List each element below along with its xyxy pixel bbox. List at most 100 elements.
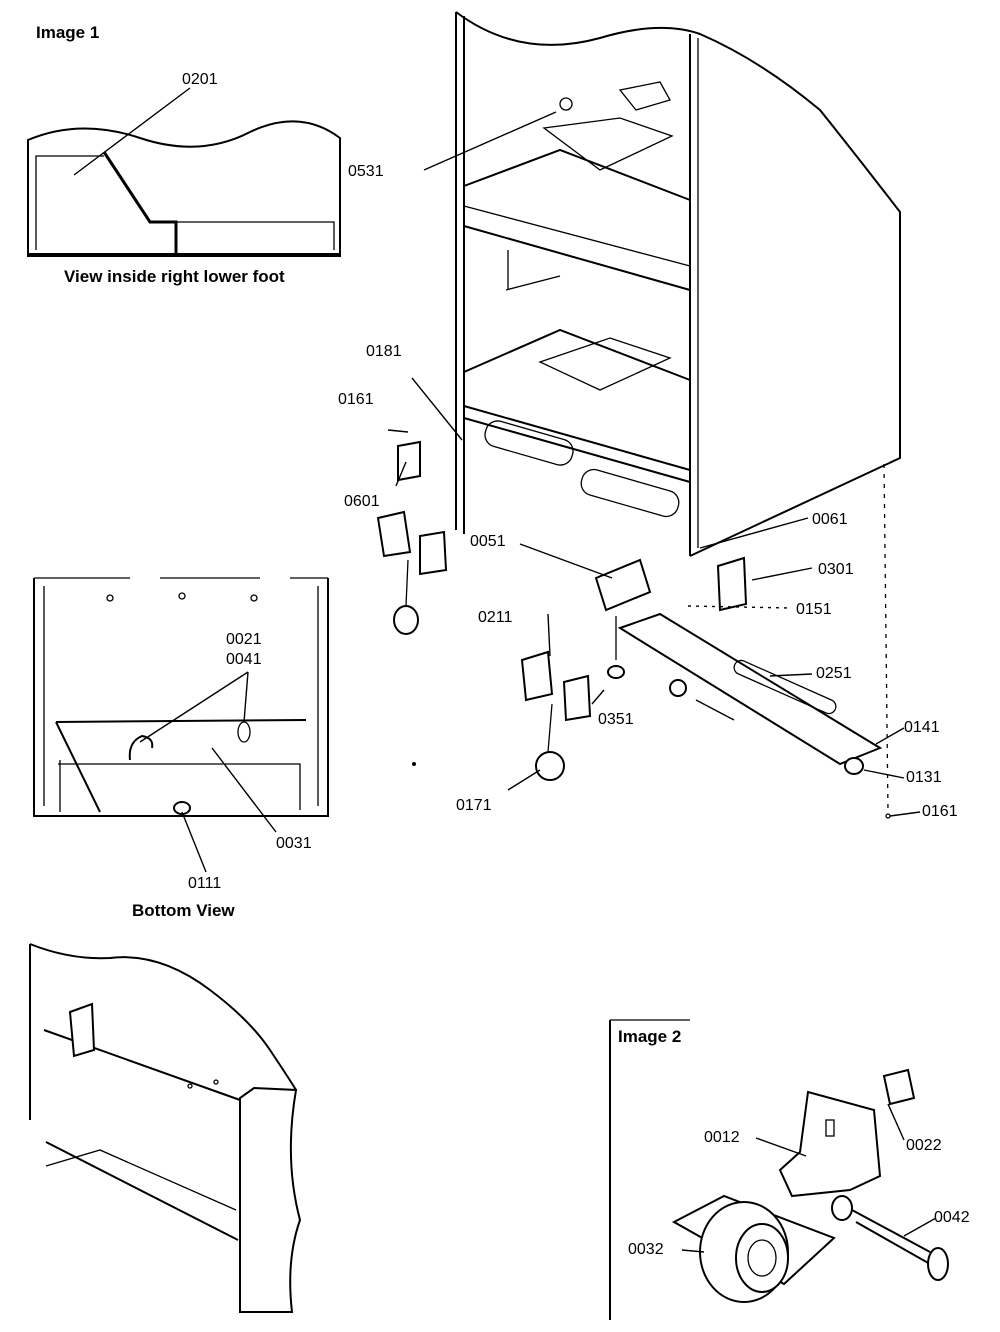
- foot-base-line: [176, 221, 335, 250]
- wheel-center: [747, 1239, 777, 1277]
- base-grill: [463, 417, 691, 483]
- leader-0151: [687, 605, 791, 609]
- hinge-block-left: [419, 530, 448, 576]
- leader-0111: [181, 811, 207, 873]
- bottom-inner-sides: [43, 586, 319, 806]
- callout-0181: 0181: [366, 343, 402, 360]
- bottom-outline: [33, 578, 329, 817]
- axle-0042: [851, 1209, 931, 1253]
- caster-stem-right: [547, 703, 553, 753]
- callout-0032: 0032: [628, 1241, 664, 1258]
- lower-shelf: [463, 328, 691, 381]
- leader-0201: [73, 87, 191, 176]
- divider-top: [463, 225, 691, 291]
- hole-2: [178, 592, 186, 600]
- leader-0031: [211, 747, 277, 833]
- foot-outline: [27, 120, 341, 257]
- leader-0301: [751, 567, 813, 581]
- hinge-block-right: [562, 674, 592, 722]
- callout-0021: 0021: [226, 631, 262, 648]
- base-plate-0251: [617, 612, 883, 766]
- upper-shelf: [463, 148, 691, 201]
- stray-dot: [412, 762, 416, 766]
- leader-0161: [387, 429, 409, 433]
- callout-0201: 0201: [182, 71, 218, 88]
- drawer-rail: [505, 250, 561, 291]
- callout-0061: 0061: [812, 511, 848, 528]
- callout-0151: 0151: [796, 601, 832, 618]
- image1-panel: Image 1 0201 View inside right lower foo…: [27, 23, 341, 286]
- part-0301: [716, 556, 748, 612]
- spacer: [669, 679, 687, 697]
- leader-0171: [507, 769, 541, 791]
- leader-0131: [863, 769, 905, 779]
- bottom-view-panel: 0021 0041 0031 0111 Bottom View: [33, 577, 329, 920]
- leader-0042: [903, 1217, 937, 1237]
- callout-0211: 0211: [478, 609, 513, 626]
- light-socket: [559, 97, 573, 111]
- image1-caption: View inside right lower foot: [64, 267, 285, 286]
- detail-corner: [239, 1087, 255, 1099]
- detail-vent: [68, 1002, 96, 1058]
- callout-0161b: 0161: [922, 803, 958, 820]
- wheel-hub: [735, 1223, 789, 1293]
- part-0051: [594, 558, 652, 612]
- leader-0161b: [889, 811, 921, 817]
- grill-slot-2: [580, 468, 680, 518]
- hinge-pin-bent: [128, 734, 154, 761]
- axle-0042-lower: [855, 1221, 931, 1265]
- base-front: [463, 405, 691, 556]
- callout-0131: 0131: [906, 769, 942, 786]
- base-plate-slot: [733, 659, 837, 715]
- caster-left: [393, 605, 419, 635]
- bottom-view-caption: Bottom View: [132, 901, 235, 920]
- bracket-slot: [825, 1119, 835, 1137]
- hole-3: [250, 594, 258, 602]
- hinge-pin-right: [237, 721, 251, 743]
- hinge-bracket-right: [520, 650, 554, 702]
- upper-tray: [542, 117, 674, 171]
- crossbar-inner: [58, 763, 301, 810]
- detail-front-panel: [239, 1086, 302, 1313]
- leader-0022: [887, 1103, 905, 1141]
- leader-0032: [681, 1249, 705, 1253]
- detail-rail: [45, 1149, 237, 1211]
- leader-0351: [591, 689, 605, 705]
- part-0131: [844, 757, 864, 775]
- leader-0181: [411, 377, 463, 441]
- callout-0171: 0171: [456, 797, 492, 814]
- callout-0022: 0022: [906, 1137, 942, 1154]
- callout-0161: 0161: [338, 391, 374, 408]
- callout-0111: 0111: [188, 875, 221, 892]
- clip-0022: [882, 1068, 916, 1106]
- cabinet-outline: [455, 11, 901, 557]
- callout-0351: 0351: [598, 711, 634, 728]
- foot-bracket: [102, 151, 178, 254]
- callout-0531: 0531: [348, 163, 384, 180]
- leader-0601: [395, 461, 407, 487]
- grill-slot-1: [484, 420, 574, 466]
- bottom-bushing: [173, 801, 191, 815]
- plumb-line: [883, 463, 889, 813]
- leader-0141: [875, 727, 905, 745]
- main-assembly: 0531 0181 0161 0601 0051 0061 0301 0151 …: [338, 11, 958, 820]
- control-box: [618, 81, 671, 111]
- leader-0211: [547, 613, 551, 657]
- callout-0301: 0301: [818, 561, 854, 578]
- callout-0251: 0251: [816, 665, 852, 682]
- callout-0051: 0051: [470, 533, 506, 550]
- leader-0012: [755, 1137, 807, 1157]
- image2-panel: Image 2 0012 0022 0032 0042: [609, 1019, 970, 1320]
- leader-0251: [769, 673, 813, 677]
- caster-right: [535, 751, 565, 781]
- screw-0161: [885, 813, 891, 819]
- image2-label: Image 2: [618, 1027, 681, 1046]
- axle-head: [927, 1247, 949, 1281]
- bushing-0351: [607, 665, 625, 679]
- crossbar-diag: [55, 721, 101, 813]
- crossbar-top: [55, 719, 307, 723]
- hinge-plate-left: [397, 440, 421, 482]
- callout-0042: 0042: [934, 1209, 970, 1226]
- wheel-bracket-0012: [778, 1090, 882, 1198]
